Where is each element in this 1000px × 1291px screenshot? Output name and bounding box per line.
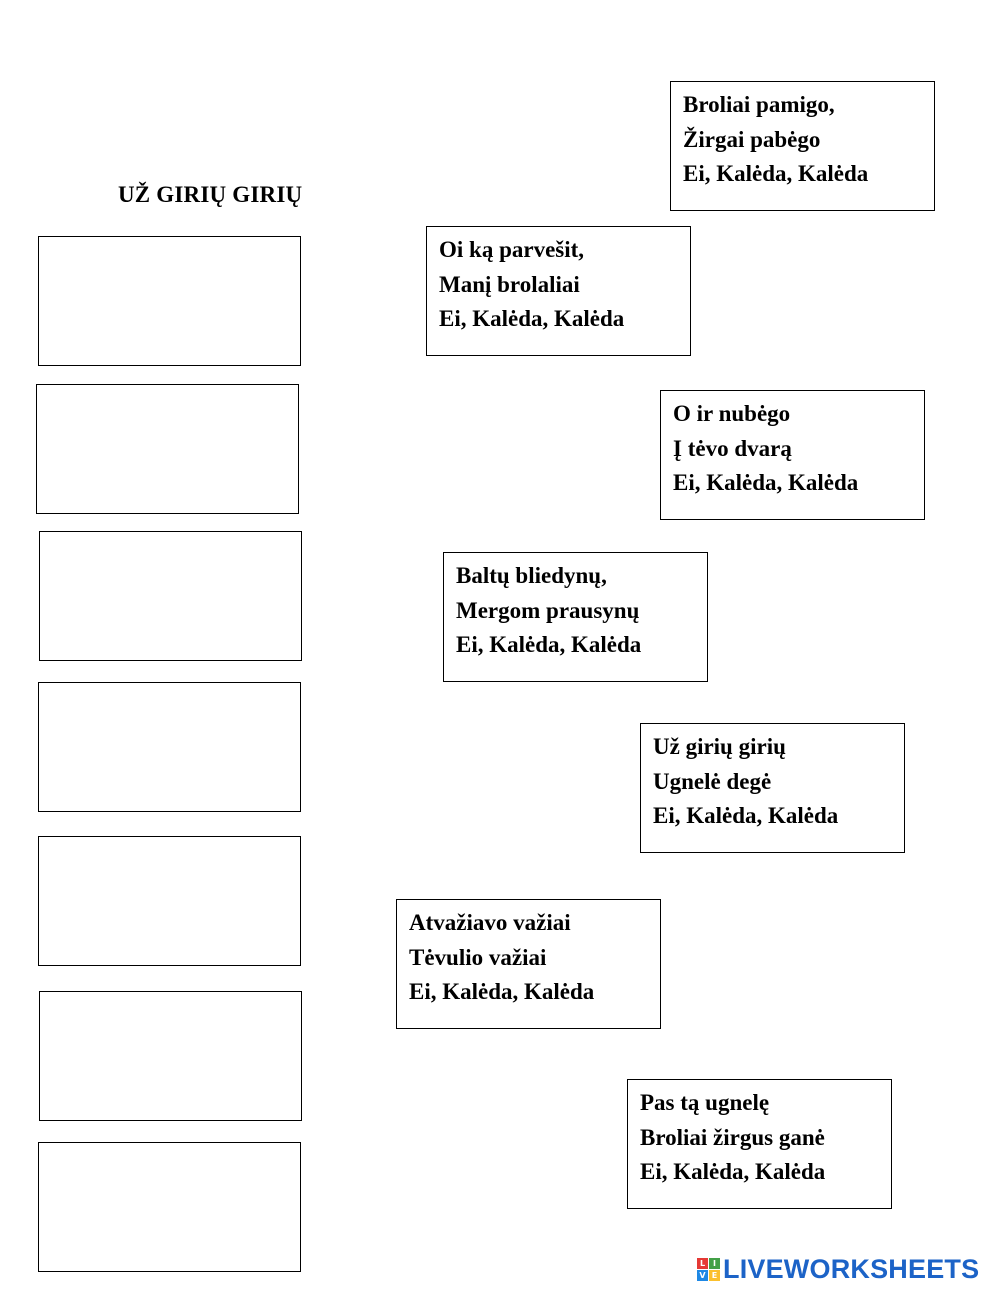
verse-card-6[interactable]: Atvažiavo važiai Tėvulio važiai Ei, Kalė…: [396, 899, 661, 1029]
verse-line: Atvažiavo važiai: [409, 910, 571, 935]
drop-zone-6[interactable]: [39, 991, 302, 1121]
verse-line: Ei, Kalėda, Kalėda: [456, 632, 642, 657]
verse-line: O ir nubėgo: [673, 401, 791, 426]
verse-card-2[interactable]: Oi ką parvešit, Manį brolaliai Ei, Kalėd…: [426, 226, 691, 356]
drop-zone-4[interactable]: [38, 682, 301, 812]
logo-letter: I: [709, 1257, 720, 1269]
drop-zone-3[interactable]: [39, 531, 302, 661]
verse-line: Broliai pamigo,: [683, 92, 835, 117]
drop-zone-7[interactable]: [38, 1142, 301, 1272]
verse-card-3[interactable]: O ir nubėgo Į tėvo dvarą Ei, Kalėda, Kal…: [660, 390, 925, 520]
verse-line: Ei, Kalėda, Kalėda: [409, 979, 595, 1004]
brand-name: LIVEWORKSHEETS: [723, 1254, 980, 1284]
logo-letter: E: [709, 1269, 720, 1281]
logo-letter: V: [697, 1269, 708, 1281]
verse-line: Į tėvo dvarą: [673, 435, 792, 461]
drop-zone-2[interactable]: [36, 384, 299, 514]
verse-line: Manį brolaliai: [439, 271, 580, 297]
verse-line: Ei, Kalėda, Kalėda: [673, 470, 859, 495]
verse-line: Žirgai pabėgo: [683, 126, 821, 152]
verse-line: Tėvulio važiai: [409, 944, 547, 970]
verse-line: Baltų bliedynų,: [456, 563, 607, 588]
verse-card-4[interactable]: Baltų bliedynų, Mergom prausynų Ei, Kalė…: [443, 552, 708, 682]
logo-letter: L: [697, 1257, 708, 1269]
live-blocks-icon: L I V E: [697, 1257, 720, 1281]
verse-line: Už girių girių: [653, 734, 786, 759]
verse-line: Ei, Kalėda, Kalėda: [683, 161, 869, 186]
verse-line: Broliai žirgus ganė: [640, 1124, 825, 1150]
worksheet-title: UŽ GIRIŲ GIRIŲ: [118, 182, 303, 207]
verse-card-7[interactable]: Pas tą ugnelę Broliai žirgus ganė Ei, Ka…: [627, 1079, 892, 1209]
verse-line: Ei, Kalėda, Kalėda: [640, 1159, 826, 1184]
drop-zone-5[interactable]: [38, 836, 301, 966]
verse-card-5[interactable]: Už girių girių Ugnelė degė Ei, Kalėda, K…: [640, 723, 905, 853]
verse-line: Ei, Kalėda, Kalėda: [439, 306, 625, 331]
verse-line: Ei, Kalėda, Kalėda: [653, 803, 839, 828]
verse-line: Ugnelė degė: [653, 768, 772, 794]
verse-line: Pas tą ugnelę: [640, 1090, 770, 1115]
verse-card-1[interactable]: Broliai pamigo, Žirgai pabėgo Ei, Kalėda…: [670, 81, 935, 211]
liveworksheets-logo: L I V E LIVEWORKSHEETS: [697, 1254, 979, 1284]
drop-zone-1[interactable]: [38, 236, 301, 366]
verse-line: Mergom prausynų: [456, 597, 640, 623]
verse-line: Oi ką parvešit,: [439, 237, 585, 262]
